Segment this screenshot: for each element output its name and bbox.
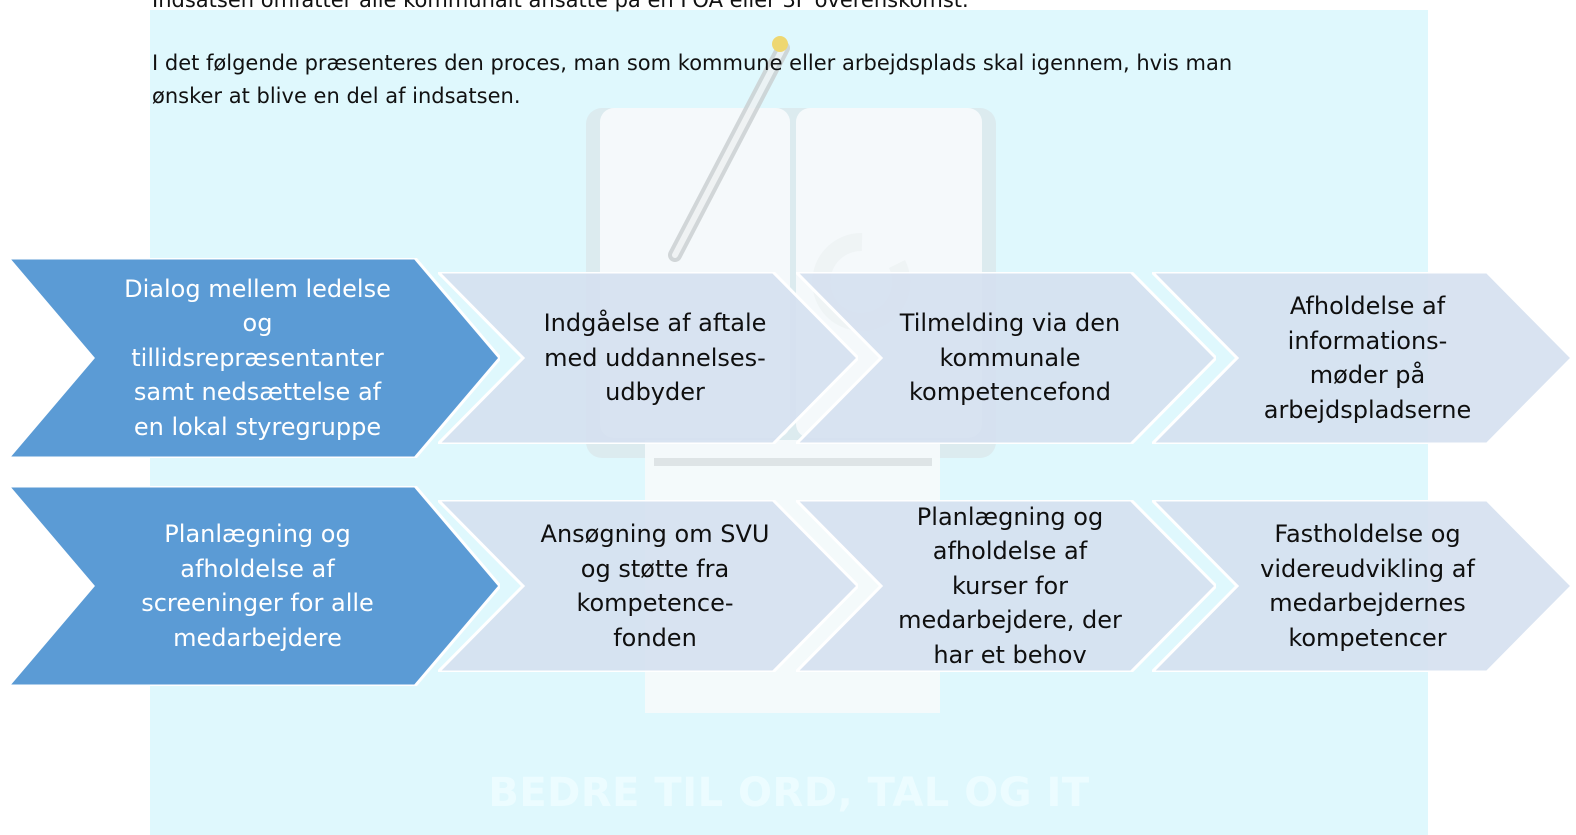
intro-line-1: I det følgende præsenteres den proces, m… [152,51,1233,75]
process-step: Tilmelding via den kommunale kompetencef… [796,272,1216,444]
process-step-label: Dialog mellem ledelse og tillidsrepræsen… [124,274,391,441]
intro-line-2: ønsker at blive en del af indsatsen. [152,84,521,108]
process-step-label: Fastholdelse og videreudvikling af medar… [1260,520,1475,652]
process-step: Dialog mellem ledelse og tillidsrepræsen… [8,258,500,458]
process-step-label: Afholdelse af informations- møder på arb… [1263,292,1472,424]
intro-paragraph: I det følgende præsenteres den proces, m… [152,47,1232,113]
chevron-shape [438,272,858,444]
process-step-label: Planlægning og afholdelse af kurser for … [898,502,1122,669]
process-step-label: Tilmelding via den kommunale kompetencef… [899,309,1121,407]
chevron-shape [796,500,1216,672]
process-step: Planlægning og afholdelse af kurser for … [796,500,1216,672]
process-step-label: Indgåelse af aftale med uddannelses- udb… [543,309,767,407]
process-step-label: Ansøgning om SVU og støtte fra kompetenc… [540,520,770,652]
process-step: Planlægning og afholdelse af screeninger… [8,486,500,686]
pencil-icon [668,36,790,262]
chevron-shape [1152,500,1572,672]
process-step: Ansøgning om SVU og støtte fra kompetenc… [438,500,858,672]
process-step-label: Planlægning og afholdelse af screeninger… [141,520,374,652]
process-step: Fastholdelse og videreudvikling af medar… [1152,500,1572,672]
chevron-shape [438,500,858,672]
chevron-shape [8,258,500,458]
intro-partial-line: Indsatsen omfatter alle kommunalt ansatt… [152,0,969,12]
chevron-shape [1152,272,1572,444]
process-step: Afholdelse af informations- møder på arb… [1152,272,1572,444]
watermark-text: BEDRE TIL ORD, TAL OG IT [488,770,1090,816]
process-step: Indgåelse af aftale med uddannelses- udb… [438,272,858,444]
chevron-shape [796,272,1216,444]
chevron-shape [8,486,500,686]
